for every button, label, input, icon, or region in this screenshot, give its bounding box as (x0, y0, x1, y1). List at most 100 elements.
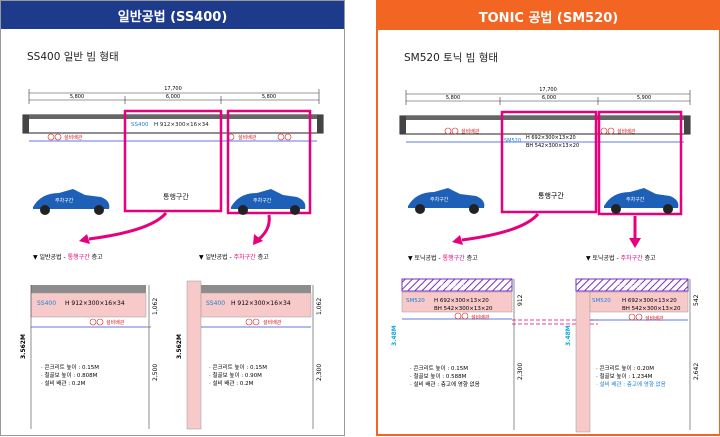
note: · 콘크리트 높이 : 0.20M (596, 364, 654, 372)
total-height: 3.48M (391, 325, 398, 346)
clear-height: 2,642 (693, 363, 700, 380)
slab-label: 토닉 슬래브 (440, 282, 467, 290)
pass-zone-box (123, 109, 223, 213)
panel-header: 일반공법 (SS400) (1, 1, 344, 29)
detail-section-pass (30, 285, 151, 429)
beam-height: 1,062 (152, 298, 159, 315)
dim-c: 5,900 (637, 95, 651, 101)
car-icon (604, 188, 679, 214)
beam-label: SS400 (131, 122, 149, 128)
dim-c: 5,800 (262, 94, 276, 100)
pass-zone-box (500, 110, 598, 214)
note: · 철골보 높이 : 0.588M (410, 372, 467, 380)
slab-label: 토닉 슬래브 (616, 282, 643, 290)
total-height: 3.562M (176, 334, 183, 359)
arrow-head (79, 234, 90, 244)
note: · 철골보 높이 : 0.808M (41, 371, 98, 379)
arrow-pass (88, 211, 168, 241)
beam-spec: BH 542×300×13×20 (622, 306, 681, 312)
beam-spec: BH 542×300×13×20 (434, 306, 493, 312)
pipe-label: 설비배관 (645, 315, 664, 322)
pipe-label: 설비배관 (238, 134, 257, 141)
note: · 설비 배관 : 층고에 영향 없음 (596, 380, 666, 388)
beam-label: SS400 (206, 300, 225, 307)
beam-label: SM520 (504, 138, 521, 144)
car-icon (408, 188, 485, 214)
dimension-lines (405, 90, 691, 105)
detail-section-park (575, 278, 691, 433)
note: · 콘크리트 높이 : 0.15M (209, 363, 267, 371)
beam-spec: H 912×300×16×34 (65, 300, 125, 307)
detail-title: ▼ 토닉공법 - 통행구간 층고 (408, 254, 478, 262)
note: · 설비 배관 : 0.2M (209, 379, 254, 387)
arrow-pass (461, 212, 540, 242)
park-zone-box (597, 110, 683, 216)
detail-section-pass (401, 278, 598, 430)
structure-frame (22, 114, 324, 142)
beam-height: 1,062 (316, 298, 323, 315)
beam-spec: H 692×300×13×20 (434, 298, 489, 304)
note: · 설비 배관 : 0.2M (41, 379, 86, 387)
ss400-panel: 일반공법 (SS400) SS400 일반 빔 형태 17,700 5,800 … (0, 0, 345, 436)
note: · 콘크리트 높이 : 0.15M (410, 364, 468, 372)
detail-title: ▼ 토닉공법 - 주차구간 층고 (586, 254, 656, 262)
beam-spec: H 912×300×16×34 (154, 122, 209, 128)
car-label: 주차구간 (430, 196, 449, 203)
note: · 철골보 높이 : 1.234M (596, 372, 653, 380)
beam-height: 542 (693, 294, 700, 306)
ss400-diagram: 17,700 5,800 6,000 5,800 설비배관 설비배관 SS400… (20, 86, 324, 430)
beam-label: SM520 (592, 298, 611, 304)
car-label: 주차구간 (253, 197, 272, 204)
dimension-lines (28, 89, 320, 104)
detail-title: ▼ 일반공법 - 통행구간 층고 (33, 253, 103, 261)
panel-header: TONIC 공법 (SM520) (378, 2, 719, 30)
arrow-head (253, 234, 263, 245)
structure-frame (399, 115, 691, 143)
pipe-label: 설비배관 (471, 314, 490, 321)
total-height: 3.562M (20, 334, 27, 359)
beam-spec: BH 542×300×13×20 (526, 143, 579, 149)
detail-title: ▼ 일반공법 - 주차구간 층고 (199, 253, 269, 261)
arrow-park (258, 214, 271, 241)
car-icon (231, 189, 306, 215)
beam-spec: H 912×300×16×34 (231, 300, 291, 307)
pipe-label: 설비배관 (263, 319, 282, 326)
pipe-label: 설비배관 (106, 319, 125, 326)
beam-label: SS400 (37, 300, 56, 307)
clear-height: 2,300 (517, 363, 524, 380)
pipe-marks (444, 127, 615, 135)
arrow-head (629, 238, 641, 248)
dim-a: 5,800 (70, 94, 84, 100)
pass-zone-label: 통행구간 (538, 191, 564, 200)
beam-label: SM520 (406, 298, 425, 304)
arrow-head (452, 235, 463, 245)
beam-height: 912 (517, 294, 524, 306)
panel-subtitle: SM520 토닉 빔 형태 (404, 52, 499, 64)
car-label: 주차구간 (626, 196, 645, 203)
beam-spec: H 692×300×13×20 (526, 135, 576, 141)
panel-subtitle: SS400 일반 빔 형태 (27, 51, 119, 63)
pass-zone-label: 통행구간 (163, 192, 189, 201)
tonic-panel: TONIC 공법 (SM520) SM520 토닉 빔 형태 17,700 5,… (376, 0, 720, 436)
dim-total: 17,700 (539, 87, 557, 93)
clear-height: 2,300 (316, 364, 323, 381)
dim-b: 6,000 (542, 95, 556, 101)
pipe-marks (47, 133, 292, 141)
sm520-diagram: 17,700 5,800 6,000 5,900 설비배관 설비배관 SM520… (391, 87, 700, 433)
detail-section-park (186, 280, 314, 430)
beam-spec: H 692×300×13×20 (622, 298, 677, 304)
note: · 콘크리트 높이 : 0.15M (41, 363, 99, 371)
note: · 철골보 높이 : 0.90M (209, 371, 262, 379)
pipe-label: 설비배관 (461, 128, 480, 135)
park-zone-box (226, 109, 312, 215)
car-label: 주차구간 (55, 197, 74, 204)
total-height: 3.48M (565, 325, 572, 346)
dim-total: 17,700 (164, 86, 182, 92)
car-icon (33, 189, 110, 215)
note: · 설비 배관 : 층고에 영향 없음 (410, 380, 480, 388)
clear-height: 2,500 (152, 364, 159, 381)
dim-b: 6,000 (166, 94, 180, 100)
pipe-label: 설비배관 (617, 128, 636, 135)
pipe-label: 설비배관 (64, 134, 83, 141)
dim-a: 5,800 (446, 95, 460, 101)
